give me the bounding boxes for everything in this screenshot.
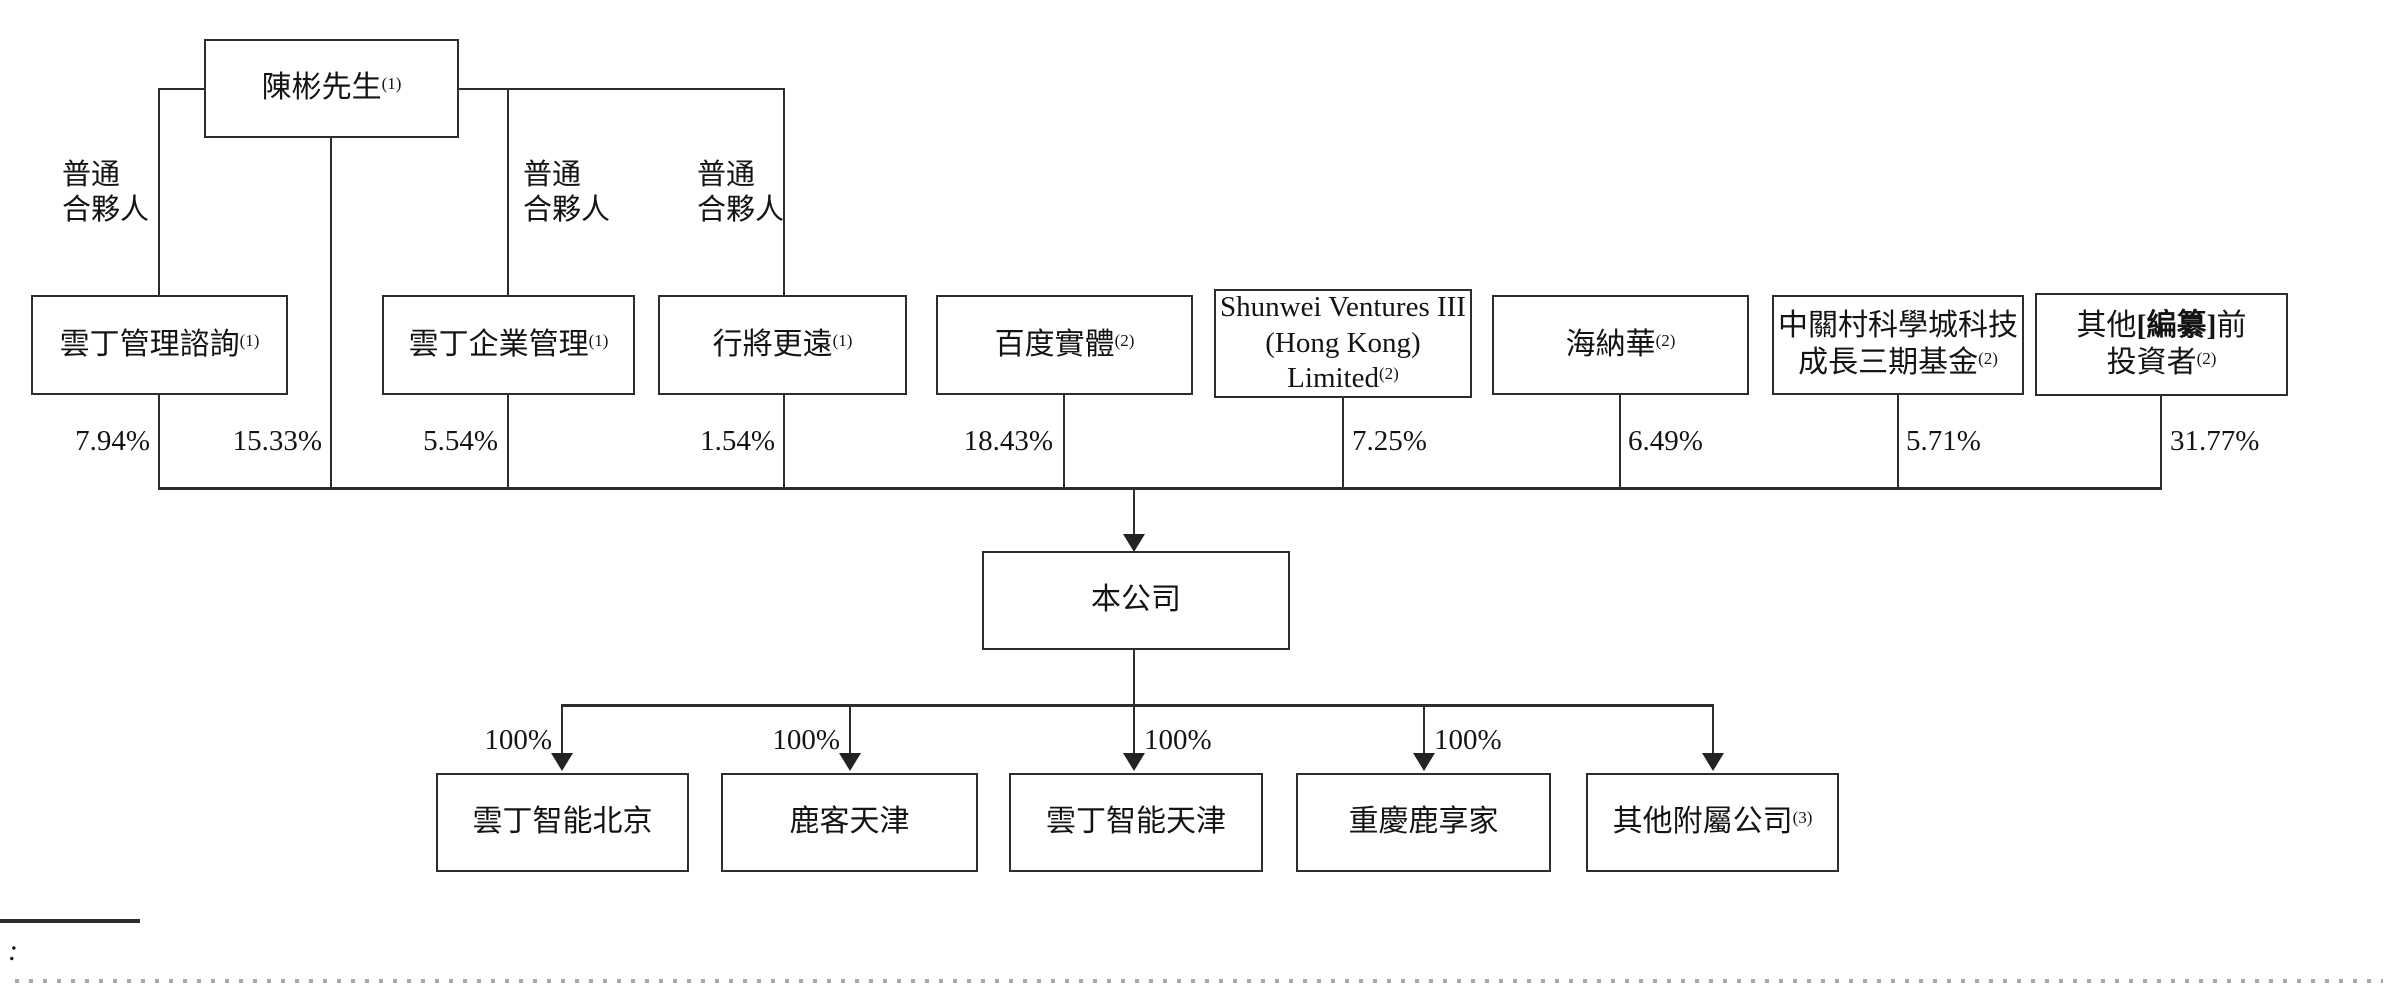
founder-footnote-marker: (1) (381, 74, 402, 94)
pct-sub4: 100% (1434, 724, 1502, 756)
stub-to-company (1133, 490, 1135, 536)
shareholder-box-xingjiang-gengyuan: 行將更遠(1) (658, 295, 907, 395)
connector-founder-direct (330, 136, 332, 487)
connector-founder-left-h (158, 88, 206, 90)
pct-baidu-entity: 18.43% (963, 425, 1053, 457)
footnote-divider (0, 919, 140, 923)
subsidiary-box-other-subsidiaries: 其他附屬公司(3) (1586, 773, 1839, 872)
pct-sub3: 100% (1144, 724, 1212, 756)
drop-s8 (2160, 394, 2162, 489)
shareholder-box-shunwei: Shunwei Ventures III (Hong Kong) Limited… (1214, 289, 1472, 398)
drop-s1 (158, 393, 160, 489)
drop-s2 (507, 393, 509, 489)
company-box: 本公司 (982, 551, 1290, 650)
gp-label-2: 普通 合夥人 (523, 159, 611, 227)
footnote-colon: : (8, 934, 18, 967)
ownership-bus (158, 487, 2162, 490)
drop-sub3 (1133, 707, 1135, 755)
company-bottom-stub (1133, 650, 1135, 706)
shareholder-box-other-preipo-investors: 其他[編纂]前 投資者(2) (2035, 293, 2288, 396)
shareholder-box-yunding-enterprise: 雲丁企業管理(1) (382, 295, 635, 395)
arrow-into-sub1 (551, 753, 573, 771)
founder-box: 陳彬先生(1) (204, 39, 459, 138)
drop-s7 (1897, 393, 1899, 489)
pct-hainahua: 6.49% (1628, 425, 1703, 457)
drop-s4 (1063, 393, 1065, 489)
drop-sub2 (849, 707, 851, 755)
drop-s5 (1342, 396, 1344, 489)
pct-zgc-fund: 5.71% (1906, 425, 1981, 457)
connector-founder-right-h (458, 88, 785, 90)
connector-founder-to-s3 (783, 88, 785, 297)
drop-sub4 (1423, 707, 1425, 755)
arrow-into-company (1123, 534, 1145, 552)
drop-s6 (1619, 393, 1621, 489)
company-label: 本公司 (1091, 583, 1181, 617)
arrow-into-sub2 (839, 753, 861, 771)
pct-yunding-management: 7.94% (75, 425, 150, 457)
cutoff-text-line (15, 979, 2383, 983)
founder-label: 陳彬先生(1) (261, 71, 402, 105)
drop-s3 (783, 393, 785, 489)
connector-founder-to-s1 (158, 88, 160, 297)
subsidiary-box-chongqing-luxiangjia: 重慶鹿享家 (1296, 773, 1551, 872)
shareholder-box-hainahua: 海納華(2) (1492, 295, 1749, 395)
drop-sub5 (1712, 707, 1714, 755)
subsidiary-box-luke-tianjin: 鹿客天津 (721, 773, 978, 872)
subsidiary-box-yunding-tianjin: 雲丁智能天津 (1009, 773, 1263, 872)
gp-label-3: 普通 合夥人 (697, 159, 785, 227)
pct-xingjiang-gengyuan: 1.54% (700, 425, 775, 457)
pct-other-preipo-investors: 31.77% (2170, 425, 2260, 457)
shareholder-box-baidu-entity: 百度實體(2) (936, 295, 1193, 395)
gp-label-1: 普通 合夥人 (62, 159, 150, 227)
arrow-into-sub5 (1702, 753, 1724, 771)
pct-sub1: 100% (484, 724, 552, 756)
pct-shunwei: 7.25% (1352, 425, 1427, 457)
arrow-into-sub4 (1413, 753, 1435, 771)
shareholder-box-zgc-fund: 中關村科學城科技 成長三期基金(2) (1772, 295, 2024, 395)
subsidiary-bus (561, 704, 1714, 707)
connector-founder-to-s2 (507, 88, 509, 297)
pct-yunding-enterprise: 5.54% (423, 425, 498, 457)
shareholder-box-yunding-management: 雲丁管理諮詢(1) (31, 295, 288, 395)
redaction-placeholder: [編纂] (2136, 308, 2217, 342)
arrow-into-sub3 (1123, 753, 1145, 771)
pct-founder-direct: 15.33% (232, 425, 322, 457)
pct-sub2: 100% (772, 724, 840, 756)
subsidiary-box-yunding-beijing: 雲丁智能北京 (436, 773, 689, 872)
drop-sub1 (561, 707, 563, 755)
